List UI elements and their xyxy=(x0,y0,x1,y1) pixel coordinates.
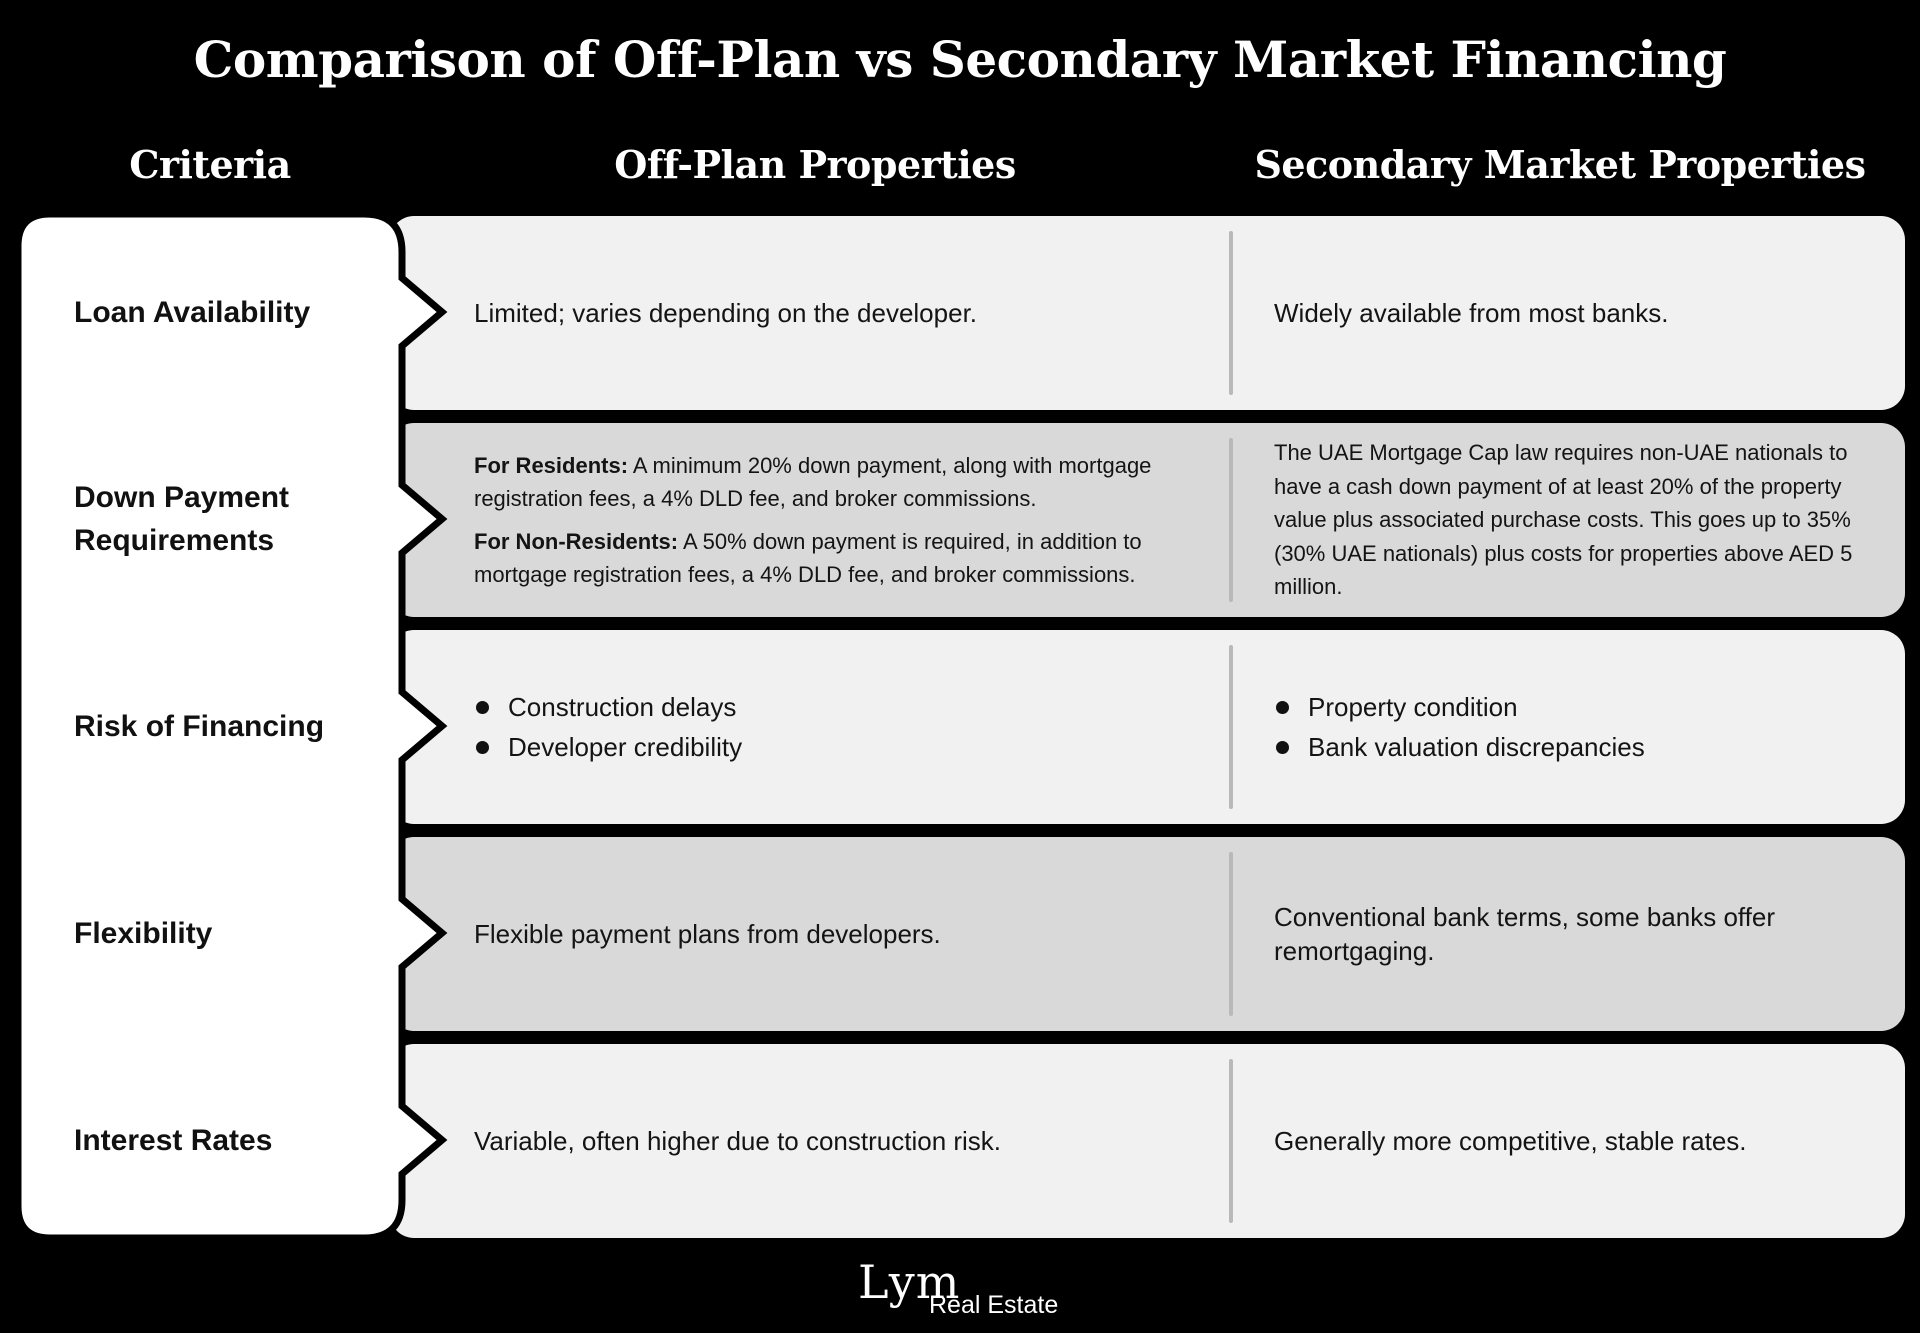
criterion-label-flexibility: Flexibility xyxy=(74,916,213,950)
bullet-item: Property condition xyxy=(1274,687,1874,727)
column-header-off-plan: Off-Plan Properties xyxy=(614,142,1016,187)
nonresidents-paragraph: For Non-Residents: A 50% down payment is… xyxy=(474,525,1204,591)
criterion-label-interest-rates: Interest Rates xyxy=(74,1123,273,1157)
cell-text: Generally more competitive, stable rates… xyxy=(1274,1126,1747,1156)
logo-mark: Lym xyxy=(858,1255,961,1309)
off-plan-cell: Variable, often higher due to constructi… xyxy=(474,1044,1204,1238)
off-plan-cell: For Residents: A minimum 20% down paymen… xyxy=(474,423,1204,617)
bullet-item: Construction delays xyxy=(474,687,1204,727)
criterion-label-loan-availability: Loan Availability xyxy=(74,295,311,329)
cell-text: Widely available from most banks. xyxy=(1274,298,1669,328)
criteria-panel-shape xyxy=(14,210,448,1242)
off-plan-bullet-list: Construction delays Developer credibilit… xyxy=(474,687,1204,767)
criterion-label-down-payment: Down Payment Requirements xyxy=(74,481,290,557)
residents-label: For Residents: xyxy=(474,453,629,478)
secondary-cell: Widely available from most banks. xyxy=(1274,216,1874,410)
table-row-risk-of-financing: Construction delays Developer credibilit… xyxy=(390,630,1905,824)
table-row-flexibility: Flexible payment plans from developers. … xyxy=(390,837,1905,1031)
nonresidents-text: A 50% down payment is required, in addit… xyxy=(474,529,1142,587)
secondary-cell: Generally more competitive, stable rates… xyxy=(1274,1044,1874,1238)
cell-text: Limited; varies depending on the develop… xyxy=(474,298,978,328)
bullet-item: Developer credibility xyxy=(474,727,1204,767)
column-divider xyxy=(1229,1059,1233,1223)
off-plan-cell: Flexible payment plans from developers. xyxy=(474,837,1204,1031)
column-header-secondary: Secondary Market Properties xyxy=(1254,142,1866,187)
nonresidents-label: For Non-Residents: xyxy=(474,529,679,554)
secondary-cell: Property condition Bank valuation discre… xyxy=(1274,630,1874,824)
bullet-item: Bank valuation discrepancies xyxy=(1274,727,1874,767)
residents-paragraph: For Residents: A minimum 20% down paymen… xyxy=(474,449,1204,515)
column-divider xyxy=(1229,231,1233,395)
logo-subtitle: Real Estate xyxy=(929,1291,1059,1319)
table-row-interest-rates: Variable, often higher due to constructi… xyxy=(390,1044,1905,1238)
criterion-label-risk-of-financing: Risk of Financing xyxy=(74,709,325,743)
secondary-cell: Conventional bank terms, some banks offe… xyxy=(1274,837,1874,1031)
criteria-panel xyxy=(14,210,448,1242)
cell-text: Variable, often higher due to constructi… xyxy=(474,1126,1002,1156)
page-title: Comparison of Off-Plan vs Secondary Mark… xyxy=(193,30,1727,89)
brand-logo: Lym Real Estate xyxy=(0,1255,1920,1325)
residents-text: A minimum 20% down payment, along with m… xyxy=(474,453,1152,511)
off-plan-cell: Construction delays Developer credibilit… xyxy=(474,630,1204,824)
cell-text: The UAE Mortgage Cap law requires non-UA… xyxy=(1274,440,1853,600)
table-row-down-payment: For Residents: A minimum 20% down paymen… xyxy=(390,423,1905,617)
column-divider xyxy=(1229,645,1233,809)
column-header-criteria: Criteria xyxy=(129,142,291,187)
column-divider xyxy=(1229,438,1233,602)
secondary-cell: The UAE Mortgage Cap law requires non-UA… xyxy=(1274,423,1874,617)
cell-text: Conventional bank terms, some banks offe… xyxy=(1274,902,1776,966)
secondary-bullet-list: Property condition Bank valuation discre… xyxy=(1274,687,1874,767)
column-divider xyxy=(1229,852,1233,1016)
table-row-loan-availability: Limited; varies depending on the develop… xyxy=(390,216,1905,410)
off-plan-cell: Limited; varies depending on the develop… xyxy=(474,216,1204,410)
cell-text: Flexible payment plans from developers. xyxy=(474,919,941,949)
